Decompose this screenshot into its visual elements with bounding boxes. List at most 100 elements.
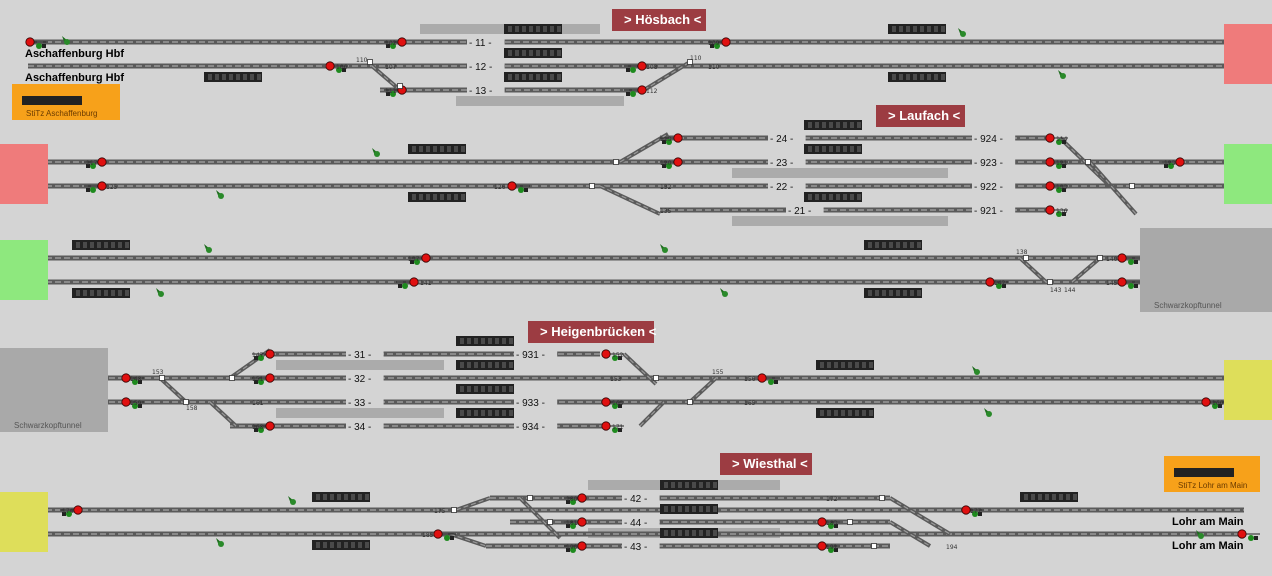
switch-point[interactable] <box>1097 255 1103 261</box>
signal-light[interactable] <box>1045 205 1055 215</box>
signal-light[interactable] <box>601 397 611 407</box>
signal-id-label: 194 <box>946 544 958 551</box>
signal-light[interactable] <box>637 61 647 71</box>
signal-light[interactable] <box>577 517 587 527</box>
section-banner-laufach[interactable]: > Laufach < <box>876 105 965 127</box>
signal-key <box>1134 260 1138 264</box>
signal-aspect <box>1212 403 1218 409</box>
display-digit <box>502 410 506 416</box>
signal-light[interactable] <box>507 181 517 191</box>
section-banner-heigenbruecken[interactable]: > Heigenbrücken < <box>528 321 656 343</box>
signal-aspect <box>390 43 396 49</box>
switch-point[interactable] <box>871 543 877 549</box>
signal-light[interactable] <box>397 37 407 47</box>
section-banner-wiesthal[interactable]: > Wiesthal < <box>720 453 812 475</box>
signal-light[interactable] <box>97 181 107 191</box>
signal-light[interactable] <box>757 373 767 383</box>
switch-point[interactable] <box>1047 279 1053 285</box>
signal-light[interactable] <box>577 493 587 503</box>
signal-id-label: 111 <box>385 88 397 95</box>
switch-point[interactable] <box>687 399 693 405</box>
zone-east-yellow-1 <box>1224 360 1272 420</box>
signal-id-label: 132 <box>660 184 672 191</box>
switch-point[interactable] <box>159 375 165 381</box>
signal-light[interactable] <box>265 421 275 431</box>
display-digit <box>337 542 341 548</box>
signal-light[interactable] <box>961 505 971 515</box>
switch-point[interactable] <box>847 519 853 525</box>
switch-connection <box>1071 257 1101 283</box>
signal-light[interactable] <box>817 517 827 527</box>
signal-light[interactable] <box>121 397 131 407</box>
switch-point[interactable] <box>1085 159 1091 165</box>
signal-light[interactable] <box>577 541 587 551</box>
display-digit <box>829 146 833 152</box>
display-digit <box>848 410 852 416</box>
signal-aspect <box>1128 259 1134 265</box>
signal-id-label: 185 <box>422 532 434 539</box>
display-digit <box>447 194 451 200</box>
switch-point[interactable] <box>653 375 659 381</box>
signal-light[interactable] <box>265 349 275 359</box>
display-digit <box>685 506 689 512</box>
signal-light[interactable] <box>1201 397 1211 407</box>
signal-light[interactable] <box>637 85 647 95</box>
display-digit <box>419 194 423 200</box>
display-digit <box>90 290 94 296</box>
signal-light[interactable] <box>1117 253 1127 263</box>
switch-point[interactable] <box>687 59 693 65</box>
switch-point[interactable] <box>367 59 373 65</box>
signal-light[interactable] <box>817 541 827 551</box>
display-digit <box>713 530 717 536</box>
switch-point[interactable] <box>1023 255 1029 261</box>
signal-light[interactable] <box>1045 133 1055 143</box>
signal-light[interactable] <box>673 133 683 143</box>
signal-light[interactable] <box>265 373 275 383</box>
signal-id-label: 110 <box>690 55 702 62</box>
display-digit <box>1073 494 1077 500</box>
signal-light[interactable] <box>421 253 431 263</box>
display-digit <box>836 122 840 128</box>
switch-point[interactable] <box>527 495 533 501</box>
section-banner-hoesbach[interactable]: > Hösbach < <box>612 9 706 31</box>
signal-light[interactable] <box>1045 157 1055 167</box>
control-center-east[interactable]: StiTz Lohr am Main <box>1164 456 1260 492</box>
signal-aspect <box>972 511 978 517</box>
signal-light[interactable] <box>73 505 83 515</box>
track-number-label: - 13 - <box>469 86 492 97</box>
signal-light[interactable] <box>985 277 995 287</box>
switch-point[interactable] <box>589 183 595 189</box>
display-digit <box>543 26 547 32</box>
switch-point[interactable] <box>229 375 235 381</box>
signal-id-label: 156 <box>744 376 756 383</box>
signal-light[interactable] <box>433 529 443 539</box>
control-center-west[interactable]: StiTz Aschaffenburg <box>12 84 120 120</box>
switch-point[interactable] <box>547 519 553 525</box>
signal-light[interactable] <box>1045 181 1055 191</box>
switch-point[interactable] <box>879 495 885 501</box>
switch-connection <box>889 497 951 535</box>
signal-key <box>978 512 982 516</box>
signal-light[interactable] <box>1175 157 1185 167</box>
switch-point[interactable] <box>451 507 457 513</box>
switch-point[interactable] <box>397 83 403 89</box>
signal-light[interactable] <box>97 157 107 167</box>
signal-light[interactable] <box>1117 277 1127 287</box>
signal-light[interactable] <box>325 61 335 71</box>
switch-point[interactable] <box>1129 183 1135 189</box>
track-label-bg <box>622 492 660 504</box>
signal-light[interactable] <box>601 349 611 359</box>
switch-point[interactable] <box>613 159 619 165</box>
switch-point[interactable] <box>183 399 189 405</box>
signal-aspect <box>1128 283 1134 289</box>
signal-light[interactable] <box>121 373 131 383</box>
signal-light[interactable] <box>1237 529 1247 539</box>
signal-light[interactable] <box>673 157 683 167</box>
display-digit <box>460 410 464 416</box>
signal-light[interactable] <box>721 37 731 47</box>
signal-light[interactable] <box>601 421 611 431</box>
signal-light[interactable] <box>409 277 419 287</box>
display-digit <box>502 362 506 368</box>
signal-light[interactable] <box>25 37 35 47</box>
